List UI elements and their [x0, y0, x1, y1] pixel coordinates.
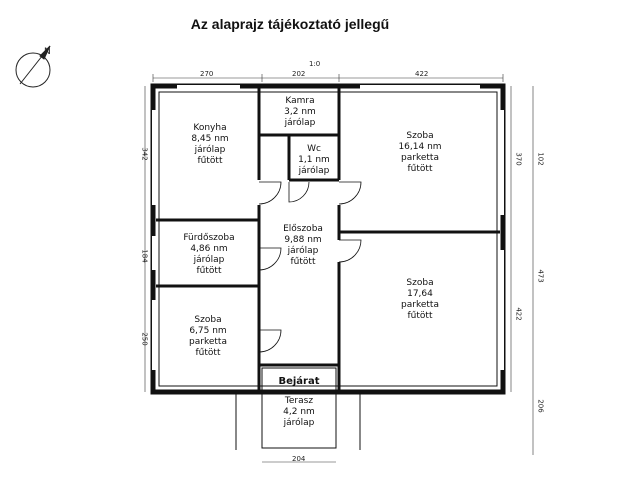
- dim-top-3: 422: [415, 70, 429, 78]
- dim-bottom: 204: [292, 455, 306, 463]
- dim-left-2: 184: [140, 249, 149, 263]
- doors: [258, 181, 362, 392]
- svg-text:N: N: [44, 47, 51, 57]
- terrace-outline: [235, 367, 361, 450]
- windows: [152, 85, 504, 370]
- dim-right-inner-2: 422: [514, 307, 523, 321]
- dim-left-3: 250: [140, 332, 149, 346]
- dim-right-inner-1: 370: [514, 152, 523, 166]
- north-arrow-icon: N: [15, 45, 51, 88]
- dimension-lines: [144, 74, 534, 463]
- dim-left-1: 342: [140, 147, 149, 161]
- dim-top-2: 202: [292, 70, 306, 78]
- scale-label: 1:0: [309, 60, 321, 68]
- page-title: Az alaprajz tájékoztató jellegű: [190, 16, 390, 32]
- dim-right-outer-2: 473: [536, 269, 545, 283]
- dim-top-1: 270: [200, 70, 214, 78]
- dim-right-outer-1: 102: [536, 152, 545, 166]
- dim-right-outer-3: 206: [536, 399, 545, 413]
- entrance-label: Bejárat: [278, 376, 320, 387]
- interior-walls: [156, 88, 500, 390]
